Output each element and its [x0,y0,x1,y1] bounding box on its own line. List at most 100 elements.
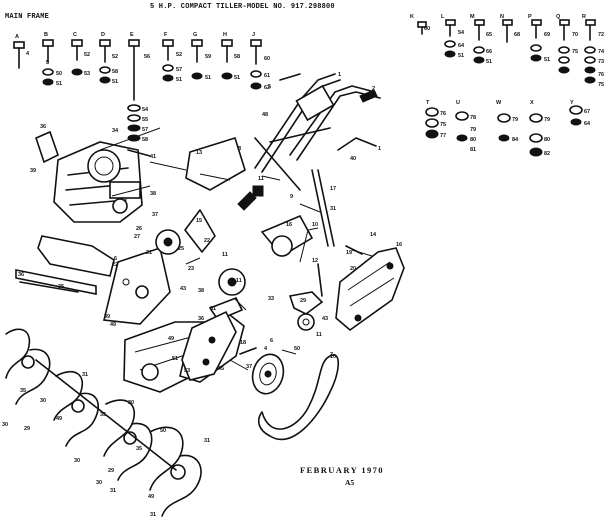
svg-text:41: 41 [150,154,156,160]
svg-text:4: 4 [264,346,268,352]
svg-text:U: U [456,100,460,106]
hardware-strip-left [13,39,262,142]
leader-lines [99,127,373,371]
bolt-icon [42,39,54,86]
svg-text:18: 18 [240,340,246,346]
bolt-icon [502,19,513,43]
svg-text:7: 7 [330,352,333,358]
tine-icon [103,399,153,481]
svg-text:22: 22 [112,262,118,268]
svg-text:67: 67 [584,109,590,115]
svg-text:49: 49 [56,416,62,422]
svg-text:P: P [528,14,532,20]
svg-text:61: 61 [264,73,270,79]
bolt-icon [71,39,83,76]
engine-assembly [35,130,151,223]
hardware-strip-right [417,19,596,157]
svg-text:54: 54 [458,30,465,36]
bolt-icon [127,39,141,142]
svg-text:W: W [496,100,502,106]
svg-text:52: 52 [176,52,182,58]
svg-text:72: 72 [598,32,604,38]
svg-text:35: 35 [100,412,106,418]
svg-text:75: 75 [572,49,578,55]
svg-text:60: 60 [424,26,430,32]
svg-text:48: 48 [262,112,268,118]
side-plate-left [103,246,171,325]
svg-text:23: 23 [188,266,194,272]
svg-text:68: 68 [514,32,520,38]
svg-text:35: 35 [20,388,26,394]
svg-text:12: 12 [312,258,318,264]
svg-text:81: 81 [470,147,476,153]
tine-icon [5,328,51,405]
svg-text:4: 4 [26,51,30,57]
svg-text:73: 73 [598,59,604,65]
svg-text:49: 49 [110,322,116,328]
svg-text:35: 35 [58,284,64,290]
svg-text:16: 16 [286,222,292,228]
tines-group [5,328,202,517]
svg-text:30: 30 [74,458,80,464]
tine-shield [15,235,115,295]
svg-text:49: 49 [168,336,174,342]
svg-text:38: 38 [150,191,156,197]
svg-text:56: 56 [144,54,150,60]
bolt-icon [13,41,25,69]
svg-text:15: 15 [196,218,202,224]
svg-text:30: 30 [128,400,134,406]
svg-text:10: 10 [330,354,336,360]
svg-text:51: 51 [234,75,240,81]
svg-text:40: 40 [350,156,356,162]
svg-text:1: 1 [378,146,381,152]
svg-text:65: 65 [486,32,492,38]
svg-text:8: 8 [238,146,241,152]
svg-text:19: 19 [346,250,352,256]
svg-text:51: 51 [486,59,492,65]
svg-text:50: 50 [294,346,300,352]
page-number: A5 [345,478,355,487]
svg-text:D: D [101,32,105,38]
svg-text:51: 51 [56,81,62,87]
svg-text:55: 55 [142,117,148,123]
svg-text:62: 62 [264,85,270,91]
svg-text:B: B [44,32,48,38]
svg-text:26: 26 [136,226,142,232]
svg-text:54: 54 [142,107,149,113]
section-label: MAIN FRAME [5,13,50,21]
svg-text:39: 39 [104,314,110,320]
bolt-icon [444,19,456,58]
svg-text:39: 39 [30,168,36,174]
svg-text:31: 31 [82,372,88,378]
svg-text:2: 2 [372,86,375,92]
handle-assembly [254,73,381,191]
bolt-icon [417,21,427,35]
svg-text:R: R [582,14,586,20]
svg-text:60: 60 [264,56,270,62]
svg-text:51: 51 [458,53,464,59]
svg-text:11: 11 [258,176,264,182]
bolt-icon [221,39,233,80]
svg-text:10: 10 [312,222,318,228]
svg-text:36: 36 [198,316,204,322]
svg-text:33: 33 [268,296,274,302]
svg-text:29: 29 [24,426,30,432]
svg-text:20: 20 [350,266,356,272]
svg-text:31: 31 [210,306,216,312]
svg-text:F: F [164,32,168,38]
svg-text:43: 43 [322,316,328,322]
svg-text:75: 75 [440,122,446,128]
svg-text:X: X [530,100,534,106]
sprocket-group [155,136,314,296]
svg-text:31: 31 [204,438,210,444]
svg-text:50: 50 [160,428,166,434]
svg-text:16: 16 [396,242,402,248]
svg-text:31: 31 [150,512,156,518]
svg-text:22: 22 [204,238,210,244]
svg-text:76: 76 [598,72,604,78]
frame-bracket-right [181,310,257,381]
svg-text:13: 13 [196,150,202,156]
svg-text:66: 66 [486,49,492,55]
svg-text:77: 77 [440,133,446,139]
svg-text:30: 30 [2,422,8,428]
